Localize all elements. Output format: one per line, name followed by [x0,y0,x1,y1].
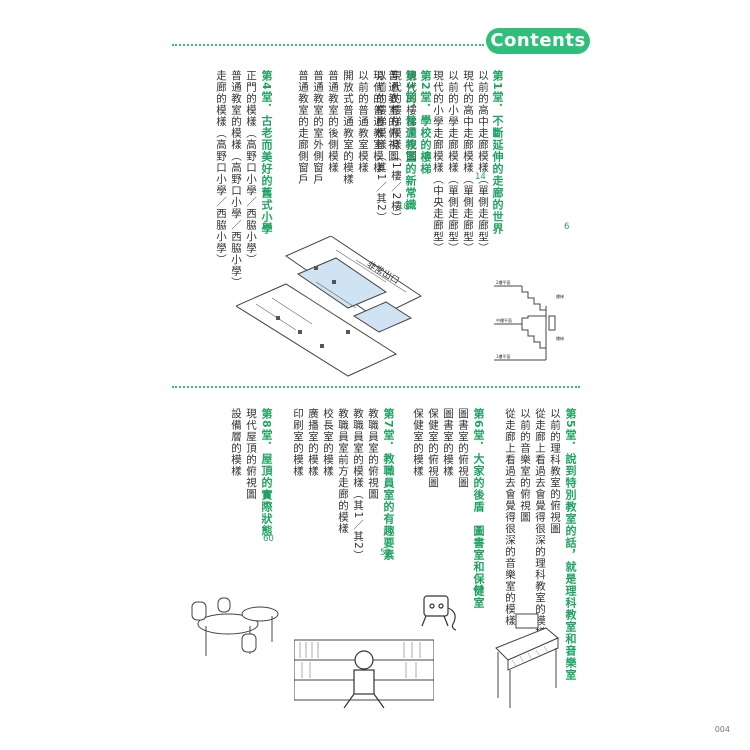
chapter-3-item: 以前的普通教室模樣 [357,70,369,174]
chapter-8-item: 現代屋頂的俯視圖 [245,408,257,500]
stairs-label: 樓梯 [556,335,564,341]
chapter-6-page: 44 [473,584,484,594]
chapter-5-title: 第5堂．說到特別教室的話，就是理科教室和音樂室 [564,408,577,681]
infirmary-character-illustration [421,595,457,631]
chapter-4-item: 走廊的模樣（高野口小學／西脇小學） [215,70,227,266]
stairs-label: 樓梯 [556,293,564,299]
chapter-1-item: 以前的小學走廊模樣（單側走廊型） [447,70,459,254]
library-illustration [294,639,434,709]
chapter-6-item: 保健室的模樣 [412,408,424,477]
chapter-2-item: 以前的樓梯模樣（其1／其2） [375,70,387,224]
chapter-6-item: 保健室的俯視圖 [427,408,439,489]
chapter-4-item: 普通教室的模樣（高野口小學／西脇小學） [230,70,242,289]
chapter-8-title: 第8堂．屋頂的實際狀態 [260,408,273,537]
chapter-3-item: 開放式普通教室的模樣 [342,70,354,185]
chapter-6-title: 第6堂．大家的後盾 圖書室和保健室 [472,408,485,609]
chapter-2-title: 第2堂．學校的樓梯 [419,70,432,175]
chapter-7-item: 教職員室前方走廊的模樣 [337,408,349,535]
chapter-1-item: 以前的高中走廊模樣（單側走廊型） [477,70,489,254]
stairs-label: 2樓平面 [496,279,511,285]
chapter-8-page: 60 [263,534,274,544]
chapter-3-item: 普通教室的走廊側窗戶 [297,70,309,185]
stairs-label: 中樓平面 [496,317,512,323]
chapter-3-item: 普通教室的室外側窗戶 [312,70,324,185]
chapter-3-page: 18 [398,202,409,212]
chapter-5-item: 以前的理科教室的俯視圖 [549,408,561,535]
chapter-4-title: 第4堂．古老而美好的舊式小學 [260,70,273,235]
chapter-5-item: 從走廊上看過去會覺得很深的理科教室的模樣 [534,408,546,638]
chapter-4-page: 26 [262,222,273,232]
chapter-3-item: 現代的普通教室模樣 [372,70,384,174]
chapter-6-item: 圖書室的俯視圖 [457,408,469,489]
chapter-7-title: 第7堂．教職員室的有趣要素 [382,408,395,561]
stairs-label: 1樓平面 [496,353,511,359]
chapter-5-item: 以前的音樂室的俯視圖 [519,408,531,523]
chapter-7-page: 52 [380,548,391,558]
chapter-7-item: 廣播室的模樣 [307,408,319,477]
chapter-1-item: 現代的小學走廊模樣（中央走廊型） [432,70,444,254]
page-number: 004 [714,725,730,734]
chapter-7-item: 教職員室的模樣（其1／其2） [352,408,364,562]
chapter-2-item: 現代的樓梯模樣（1樓／2樓） [390,70,402,224]
chapter-7-item: 校長室的模樣 [322,408,334,477]
chapter-7-item: 教職員室的俯視圖 [367,408,379,500]
chapter-2-page: 14 [475,172,486,182]
middle-dotted-rule [172,386,580,388]
tables-chairs-illustration [191,597,279,656]
stairs-section-illustration: 2樓平面 中樓平面 1樓平面 樓梯 樓梯 [494,279,564,361]
chapter-1-item: 現代的高中走廊模樣（單側走廊型） [462,70,474,254]
chapter-7-item: 印刷室的模樣 [292,408,304,477]
chapter-3-item: 普通教室的後側模樣 [327,70,339,174]
top-dotted-rule [172,44,484,46]
chapter-6-item: 圖書室的模樣 [442,408,454,477]
chapter-3-title: 第3堂．普通教室的新常識 [404,70,417,211]
chapter-8-item: 設備層的模樣 [230,408,242,477]
contents-title: Contents [486,28,590,54]
piano-illustration [495,613,559,708]
chapter-1-page: 6 [564,222,570,232]
school-building-illustration: 非常出口 [236,236,423,377]
chapter-5-page: 34 [565,646,576,656]
chapter-4-item: 正門的模樣（高野口小學／西脇小學） [245,70,257,266]
chapter-5-item: 從走廊上看過去會覺得很深的音樂室的模樣 [504,408,516,627]
chapter-2-item: 現代的樓梯俯視圖 [405,70,417,162]
chapter-3-item: 普通教室的俯視圖 [387,70,399,162]
chapter-1-title: 第1堂．不斷延伸的走廊的世界 [491,70,504,235]
